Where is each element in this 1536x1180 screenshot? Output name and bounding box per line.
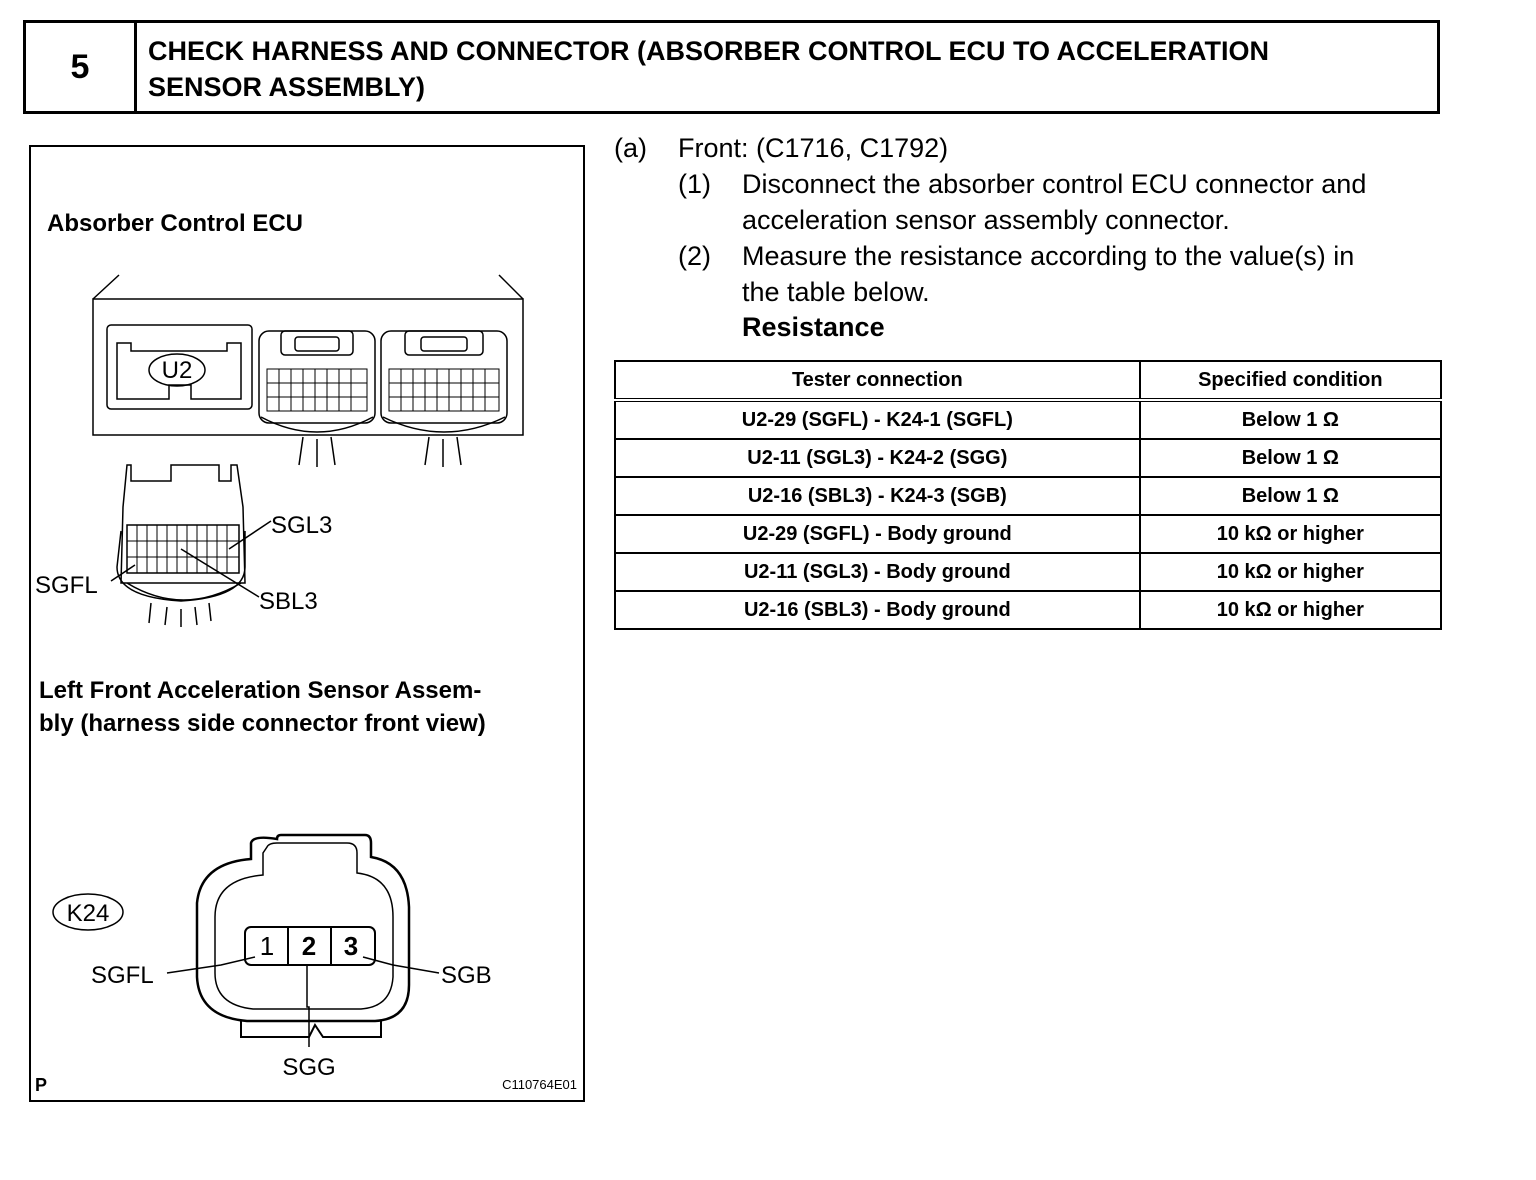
ecu-connector-3-grid [388,368,500,412]
step-header: 5 CHECK HARNESS AND CONNECTOR (ABSORBER … [23,20,1440,114]
sbl3-leader [180,548,260,598]
tester-connection-cell: U2-16 (SBL3) - Body ground [614,590,1141,630]
specified-condition-cell: 10 kΩ or higher [1138,552,1443,592]
resistance-table: Tester connection Specified condition U2… [614,360,1443,630]
table-row: U2-16 (SBL3) - K24-3 (SGB) Below 1 Ω [614,476,1443,516]
specified-condition-cell: 10 kΩ or higher [1138,514,1443,554]
ecu-edge-left [92,274,120,300]
ecu-title: Absorber Control ECU [47,210,303,237]
ecu-connector-2 [258,330,376,467]
sgl3-label: SGL3 [271,512,332,539]
k24-sgfl-label: SGFL [91,962,154,989]
ecu-connector-2-grid [266,368,368,412]
table-row: U2-16 (SBL3) - Body ground 10 kΩ or high… [614,590,1443,630]
k24-connector [195,833,411,1038]
instr-1-line-2: acceleration sensor assembly connector. [742,205,1230,235]
instr-2-line-1: Measure the resistance according to the … [742,241,1355,271]
instr-1-marker: (1) [678,169,711,199]
specified-condition-cell: 10 kΩ or higher [1138,590,1443,630]
step-title-line-1: CHECK HARNESS AND CONNECTOR (ABSORBER CO… [148,36,1270,66]
instr-1-line-1: Disconnect the absorber control ECU conn… [742,169,1367,199]
k24-id-ellipse [52,893,124,931]
resistance-heading: Resistance [742,312,885,342]
instr-2-marker: (2) [678,241,711,271]
sgfl-k24-leader [166,956,256,974]
corner-mark: P [35,1075,47,1095]
k24-pin-1: 1 [260,931,274,961]
sgfl-label: SGFL [35,572,98,599]
sgb-leader [362,956,440,974]
tester-connection-cell: U2-16 (SBL3) - K24-3 (SGB) [614,476,1141,516]
tester-connection-cell: U2-11 (SGL3) - K24-2 (SGG) [614,438,1141,478]
connector-diagram: Absorber Control ECU U2 SGL3 SGFL SBL3 L… [35,210,577,1095]
sensor-title-line-2: bly (harness side connector front view) [39,710,486,737]
sbl3-label: SBL3 [259,588,318,615]
instr-a-marker: (a) [614,133,647,163]
sgfl-leader [110,564,136,582]
specified-condition-cell: Below 1 Ω [1138,476,1443,516]
specified-condition-cell: Below 1 Ω [1138,438,1443,478]
table-row: U2-29 (SGFL) - K24-1 (SGFL) Below 1 Ω [614,399,1443,440]
k24-sgb-label: SGB [441,962,492,989]
tester-connection-cell: U2-11 (SGL3) - Body ground [614,552,1141,592]
header-tester-connection: Tester connection [614,360,1141,402]
table-header-row: Tester connection Specified condition [614,360,1443,402]
specified-condition-cell: Below 1 Ω [1138,399,1443,440]
step-title-line-2: SENSOR ASSEMBLY) [148,72,426,102]
sensor-title-line-1: Left Front Acceleration Sensor Assem- [39,677,481,704]
k24-pin-3: 3 [344,931,358,961]
header-specified-condition: Specified condition [1138,360,1443,402]
step-title: CHECK HARNESS AND CONNECTOR (ABSORBER CO… [148,33,1428,105]
connector-figure: Absorber Control ECU U2 SGL3 SGFL SBL3 L… [29,145,585,1102]
u2-label: U2 [162,357,193,384]
tester-connection-cell: U2-29 (SGFL) - Body ground [614,514,1141,554]
k24-pin-2: 2 [302,931,316,961]
table-row: U2-29 (SGFL) - Body ground 10 kΩ or high… [614,514,1443,554]
sgg-leader [306,965,310,1047]
ecu-body [92,298,524,436]
u2-harness-connector [116,464,246,627]
sgl3-leader [228,520,272,550]
u2-connector-housing [106,324,253,410]
k24-sgg-label: SGG [282,1054,335,1081]
instr-a-text: Front: (C1716, C1792) [678,133,949,163]
instr-2-line-2: the table below. [742,277,930,307]
figure-code: C110764E01 [502,1077,577,1092]
ecu-connector-3 [380,330,508,467]
tester-connection-cell: U2-29 (SGFL) - K24-1 (SGFL) [614,399,1141,440]
table-row: U2-11 (SGL3) - K24-2 (SGG) Below 1 Ω [614,438,1443,478]
u2-connector-face [116,342,242,400]
ecu-edge-right [498,274,524,300]
step-number: 5 [26,23,137,111]
k24-label: K24 [67,900,110,927]
u2-id-ellipse [148,353,206,387]
table-row: U2-11 (SGL3) - Body ground 10 kΩ or high… [614,552,1443,592]
k24-pin-block [244,926,376,966]
